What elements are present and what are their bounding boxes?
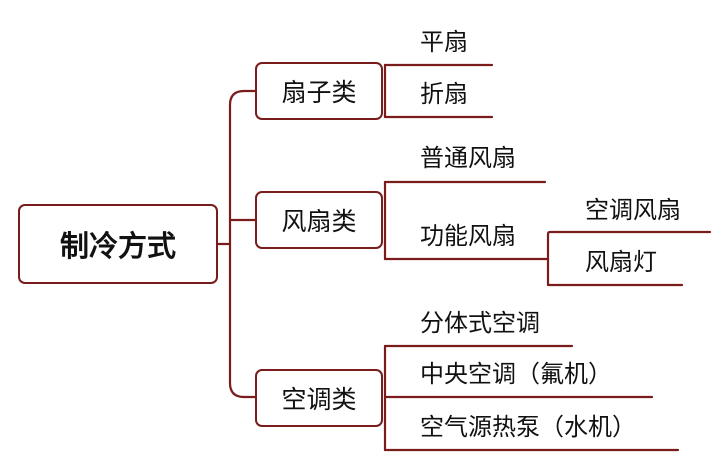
leaf-flat-fan: 平扇	[420, 28, 468, 56]
leaf-ac-fan: 空调风扇	[585, 196, 681, 224]
category-hand-fans: 扇子类	[255, 62, 383, 120]
category-label: 扇子类	[281, 78, 357, 107]
leaf-regular-fan: 普通风扇	[420, 144, 516, 172]
root-label: 制冷方式	[59, 229, 176, 263]
category-label: 风扇类	[281, 207, 357, 236]
connector-function-fan-bracket	[546, 230, 712, 261]
leaf-central-ac: 中央空调（氟机）	[420, 360, 612, 388]
connector-function-fan-bracket-lower	[546, 257, 684, 287]
category-electric-fans: 风扇类	[255, 191, 383, 249]
category-label: 空调类	[281, 385, 357, 414]
root-node: 制冷方式	[18, 204, 218, 284]
leaf-heat-pump: 空气源热泵（水机）	[420, 413, 636, 441]
leaf-fan-lamp: 风扇灯	[585, 248, 657, 276]
leaf-folding-fan: 折扇	[420, 80, 468, 108]
category-air-conditioners: 空调类	[255, 369, 383, 427]
connector-root-branch	[228, 89, 246, 399]
leaf-split-ac: 分体式空调	[420, 309, 540, 337]
leaf-function-fan: 功能风扇	[420, 222, 516, 250]
